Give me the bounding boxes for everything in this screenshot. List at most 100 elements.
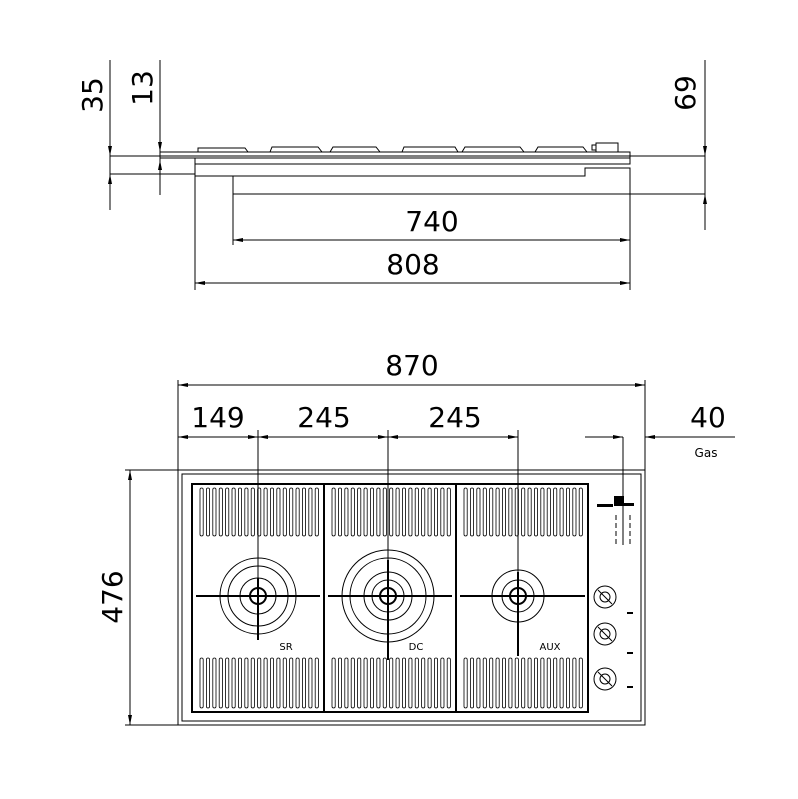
grate-bar xyxy=(427,657,432,709)
grate-bar xyxy=(395,657,400,709)
grate-bar xyxy=(205,657,210,709)
gas-label: Gas xyxy=(695,446,718,460)
grate-bar xyxy=(344,657,349,709)
grate-bar xyxy=(231,657,236,709)
grate-bar xyxy=(482,487,487,537)
grate-bar xyxy=(218,487,223,537)
grate-bar xyxy=(527,487,532,537)
grate-bar xyxy=(501,657,506,709)
grate-bar xyxy=(553,657,558,709)
grate-bar xyxy=(578,487,583,537)
burner-dc xyxy=(328,549,452,660)
grate-bar xyxy=(566,487,571,537)
control-knob-2 xyxy=(593,622,633,654)
hob-inner-outline xyxy=(181,473,642,722)
grate-bar xyxy=(489,487,494,537)
grate-bar xyxy=(244,657,249,709)
dim-149: 149 xyxy=(191,401,244,434)
hob-top-plate xyxy=(159,151,631,159)
grate-bar xyxy=(205,487,210,537)
grate-bar xyxy=(446,487,451,537)
grate-bar xyxy=(289,487,294,537)
grate-bar xyxy=(566,657,571,709)
grate-bar xyxy=(257,657,262,709)
dim-35: 35 xyxy=(76,77,109,113)
burner-label-aux: AUX xyxy=(539,642,560,653)
grate-bar xyxy=(314,657,319,709)
grate-bar xyxy=(534,487,539,537)
dim-808: 808 xyxy=(386,248,439,281)
grate-bar xyxy=(250,487,255,537)
grate-bar xyxy=(363,487,368,537)
grate-bar xyxy=(427,487,432,537)
grate-bar xyxy=(231,487,236,537)
grate-bar xyxy=(282,487,287,537)
grate-bar xyxy=(199,657,204,709)
hob-body xyxy=(194,164,631,195)
grate-bar xyxy=(408,487,413,537)
grate-bar xyxy=(250,657,255,709)
grate-bar xyxy=(482,657,487,709)
grate-bar xyxy=(534,657,539,709)
grate-bar xyxy=(401,657,406,709)
grate-bar xyxy=(421,657,426,709)
grate-bar xyxy=(369,487,374,537)
grate-bar xyxy=(237,657,242,709)
grate-bar xyxy=(350,657,355,709)
grate-bar xyxy=(495,487,500,537)
dim-13: 13 xyxy=(126,70,159,106)
knob-profile xyxy=(595,142,619,153)
grate-bar xyxy=(495,657,500,709)
grate-profile xyxy=(197,146,588,153)
dim-40: 40 xyxy=(690,401,726,434)
grate-bar xyxy=(572,487,577,537)
grate-bar xyxy=(553,487,558,537)
grate-bar xyxy=(282,657,287,709)
grate-bar xyxy=(382,657,387,709)
grate-bar xyxy=(357,657,362,709)
hob-outline xyxy=(177,469,646,726)
grate-bar xyxy=(501,487,506,537)
dim-245-b: 245 xyxy=(428,401,481,434)
grate-bar xyxy=(331,487,336,537)
grate-bar xyxy=(433,487,438,537)
grate-bar xyxy=(395,487,400,537)
grate-bar xyxy=(295,487,300,537)
grate-bar xyxy=(237,487,242,537)
grate-bar xyxy=(357,487,362,537)
grate-bar xyxy=(421,487,426,537)
knob-tip xyxy=(591,144,597,151)
grate-bar xyxy=(433,657,438,709)
grate-bar xyxy=(308,657,313,709)
dim-870: 870 xyxy=(385,349,438,382)
grate-bar xyxy=(376,657,381,709)
grate-bar xyxy=(546,487,551,537)
grate-bar xyxy=(382,487,387,537)
grate-bar xyxy=(408,657,413,709)
grate-bar xyxy=(314,487,319,537)
grate-bar xyxy=(508,657,513,709)
grate-bars xyxy=(199,487,583,709)
grate-bar xyxy=(295,657,300,709)
grate-bar xyxy=(389,657,394,709)
grate-bar xyxy=(337,657,342,709)
burner-aux xyxy=(460,569,585,656)
brand-logo xyxy=(597,496,634,507)
control-knob-1 xyxy=(593,585,633,614)
grate-bar xyxy=(476,657,481,709)
grate-bar xyxy=(269,487,274,537)
grate-bar xyxy=(469,487,474,537)
grate-bar xyxy=(301,657,306,709)
grate-bar xyxy=(269,657,274,709)
grate-bar xyxy=(489,657,494,709)
grate-bar xyxy=(469,657,474,709)
grate-bar xyxy=(414,657,419,709)
grate-bar xyxy=(244,487,249,537)
grate-bar xyxy=(344,487,349,537)
grate-bar xyxy=(363,657,368,709)
grate-bar xyxy=(440,487,445,537)
grate-bar xyxy=(440,657,445,709)
grate-bar xyxy=(350,487,355,537)
grate-bar xyxy=(514,657,519,709)
grate-bar xyxy=(301,487,306,537)
